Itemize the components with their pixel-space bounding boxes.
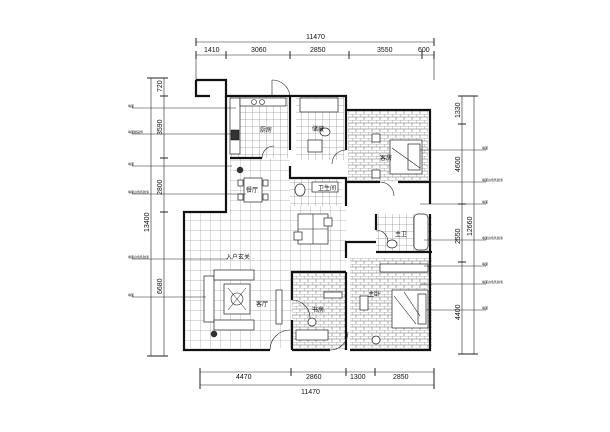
top-total-label: 11470 <box>306 34 325 41</box>
right-note-7: 墙面 <box>482 305 488 310</box>
right-note-4: 墙面白色乳胶漆 <box>482 235 503 240</box>
left-note-6: 墙面 <box>128 292 134 297</box>
left-segment-4: 6680 <box>157 278 164 294</box>
tea-table-set <box>293 213 333 245</box>
right-segment-4: 4400 <box>455 304 462 320</box>
bottom-segment-1: 4470 <box>236 374 252 381</box>
room-label-living: 客厅 <box>256 300 268 308</box>
right-segment-3: 2550 <box>455 228 462 244</box>
right-note-1: 墙面 <box>482 145 488 150</box>
top-segment-3: 2850 <box>310 47 326 54</box>
right-note-2: 墙面白色乳胶漆 <box>482 177 503 182</box>
room-label-master-bath: 主卫 <box>395 230 407 238</box>
door-swings <box>261 79 395 351</box>
bottom-segment-2: 2860 <box>306 374 322 381</box>
kitchen-fixtures <box>229 97 287 155</box>
left-segment-1: 720 <box>157 80 164 92</box>
room-labels: 厨房 储藏 客房 餐厅 卫生间 主卫 入户玄关 客厅 书房 主卧 <box>226 125 407 314</box>
left-note-1: 墙面 <box>128 103 134 108</box>
top-dimension-chain: 11470 1410 3060 2850 3550 600 <box>195 34 435 80</box>
master-bed <box>359 263 429 345</box>
guest-bed <box>371 133 423 179</box>
room-label-study: 书房 <box>312 306 324 314</box>
room-label-master-bedroom: 主卧 <box>368 290 380 298</box>
room-label-dining: 餐厅 <box>246 186 258 194</box>
left-dimension-chain: 720 3590 2800 6680 13400 <box>144 77 168 357</box>
bottom-dimension-chain: 4470 2860 1300 2850 11470 <box>199 368 435 396</box>
room-label-bathroom: 卫生间 <box>318 184 336 192</box>
room-label-guest-bedroom: 客房 <box>380 154 392 162</box>
top-segment-5: 600 <box>418 47 430 54</box>
left-segment-2: 3590 <box>157 119 164 135</box>
room-label-kitchen: 厨房 <box>260 126 272 134</box>
top-segment-2: 3060 <box>251 47 267 54</box>
living-room-sofa-set <box>203 269 283 338</box>
top-segment-4: 3550 <box>377 47 393 54</box>
left-note-3: 墙面 <box>128 161 134 166</box>
right-segment-1: 1330 <box>455 102 462 118</box>
bottom-total-label: 11470 <box>301 389 320 396</box>
bottom-segment-3: 1300 <box>350 374 366 381</box>
walls <box>182 78 432 352</box>
left-segment-3: 2800 <box>157 179 164 195</box>
left-note-5: 墙面白色乳胶漆 <box>128 254 149 259</box>
left-annotations: 墙面 墙面壁画饰 墙面 墙面白色乳胶漆 墙面白色乳胶漆 墙面 <box>128 103 246 298</box>
right-dimension-chain: 1330 4600 2550 4400 12660 <box>455 95 478 355</box>
storage-fixtures <box>299 97 339 153</box>
right-note-5: 墙面 <box>482 261 488 266</box>
top-segment-1: 1410 <box>204 47 220 54</box>
bathroom-fixtures <box>294 181 429 251</box>
left-total-label: 13400 <box>144 212 151 232</box>
right-note-3: 墙面 <box>482 199 488 204</box>
right-total-label: 12660 <box>467 216 474 236</box>
right-segment-2: 4600 <box>455 156 462 172</box>
right-note-6: 墙面白色乳胶漆 <box>482 279 503 284</box>
bottom-segment-4: 2850 <box>393 374 409 381</box>
study-furniture <box>295 291 343 341</box>
left-note-4: 墙面白色乳胶漆 <box>128 189 149 194</box>
left-note-2: 墙面壁画饰 <box>128 129 143 134</box>
room-label-storage: 储藏 <box>312 125 324 133</box>
right-annotations: 墙面 墙面白色乳胶漆 墙面 墙面白色乳胶漆 墙面 墙面白色乳胶漆 墙面 <box>416 145 503 311</box>
room-label-entry: 入户玄关 <box>226 253 250 261</box>
